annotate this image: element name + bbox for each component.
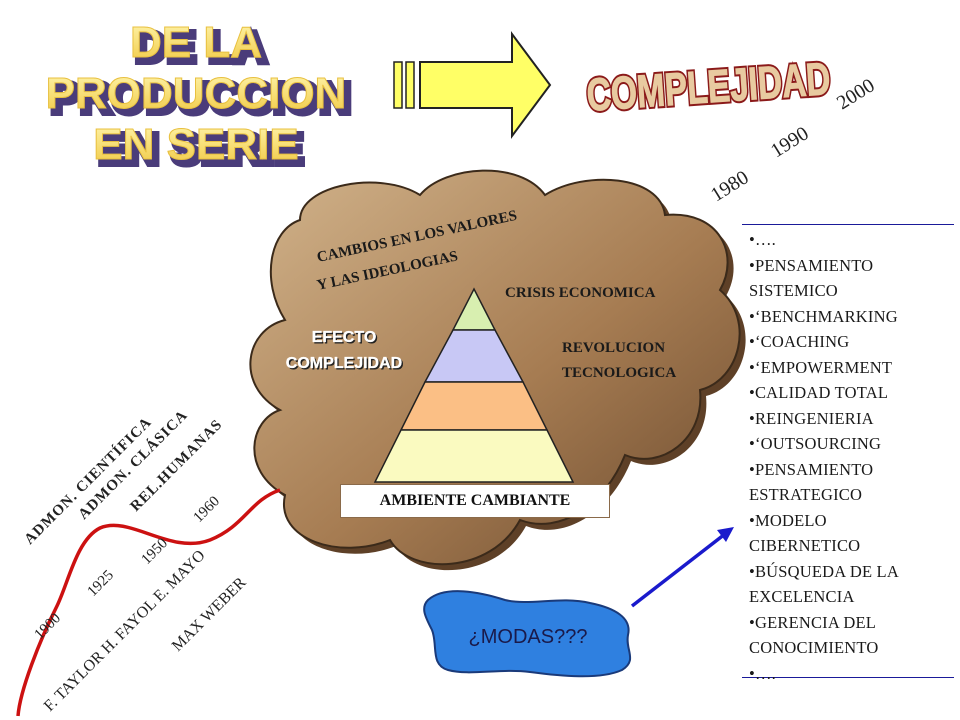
management-trends-list: •…. •PENSAMIENTO SISTEMICO •‘BENCHMARKIN…	[742, 224, 954, 683]
list-item: •….	[749, 663, 777, 683]
list-item: SISTEMICO	[749, 281, 838, 300]
pyramid-tier-4	[373, 429, 575, 483]
complejidad-title: COMPLEJIDAD	[585, 52, 832, 121]
ambiente-label: AMBIENTE CAMBIANTE	[340, 484, 610, 518]
list-item: •BÚSQUEDA DE LA	[749, 561, 899, 581]
revolucion-label-2: TECNOLOGICA	[562, 365, 676, 381]
year-1980: 1980	[707, 166, 753, 206]
svg-text:PRODUCCION: PRODUCCION	[51, 74, 352, 123]
list-item: •PENSAMIENTO	[749, 255, 874, 275]
efecto-label-1: EFECTO	[312, 329, 377, 346]
list-item: •MODELO	[749, 510, 827, 530]
year-1960: 1960	[191, 493, 224, 526]
pyramid-tier-3	[399, 381, 549, 431]
list-item: •….	[749, 230, 777, 249]
list-item: EXCELENCIA	[749, 587, 855, 606]
year-1900: 1900	[32, 610, 65, 643]
modas-label: ¿MODAS???	[469, 626, 588, 648]
pyramid	[373, 287, 575, 483]
modas-shape: ¿MODAS???	[423, 590, 632, 678]
title-left: DE LA PRODUCCION EN SERIE DE LA PRODUCCI…	[45, 18, 354, 178]
list-item: CONOCIMIENTO	[749, 638, 879, 657]
revolucion-label-1: REVOLUCION	[562, 340, 665, 356]
list-item: •GERENCIA DEL	[749, 612, 877, 632]
list-item: •‘COACHING	[749, 332, 850, 351]
svg-text:EN SERIE: EN SERIE	[98, 125, 303, 174]
svg-text:COMPLEJIDAD: COMPLEJIDAD	[287, 357, 403, 374]
list-item: •‘BENCHMARKING	[749, 306, 898, 326]
list-item: CIBERNETICO	[749, 536, 861, 555]
year-1925: 1925	[85, 567, 118, 600]
svg-text:DE LA: DE LA	[135, 23, 267, 72]
list-item: ESTRATEGICO	[749, 485, 863, 504]
pointer-arrow	[630, 527, 734, 608]
year-2000: 2000	[833, 74, 879, 114]
title-line-2: PRODUCCION	[46, 69, 347, 118]
timeline-curve	[16, 488, 281, 717]
list-item: •REINGENIERIA	[749, 408, 874, 428]
title-line-1: DE LA	[130, 18, 262, 67]
crisis-label: CRISIS ECONOMICA	[505, 285, 656, 301]
list-item: •PENSAMIENTO	[749, 459, 874, 479]
year-1990: 1990	[767, 122, 813, 162]
efecto-label-2: COMPLEJIDAD	[286, 355, 402, 372]
svg-text:EFECTO: EFECTO	[313, 331, 378, 348]
list-item: •CALIDAD TOTAL	[749, 383, 889, 402]
title-line-3: EN SERIE	[93, 120, 298, 169]
list-item: •‘EMPOWERMENT	[749, 357, 893, 377]
title-right: COMPLEJIDAD COMPLEJIDAD	[582, 49, 834, 123]
transition-arrow	[393, 30, 552, 140]
list-item: •‘OUTSOURCING	[749, 434, 882, 453]
